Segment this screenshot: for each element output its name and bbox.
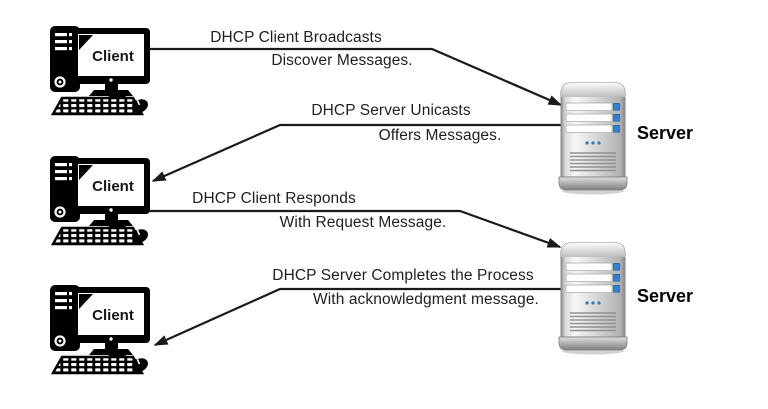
server-label: Server — [637, 123, 694, 143]
arrow-discover-caption-line1: DHCP Client Broadcasts — [210, 29, 382, 46]
arrow-discover-line — [148, 47, 563, 107]
arrow-request-caption-line1: DHCP Client Responds — [192, 190, 356, 207]
arrow-request-caption-line2: With Request Message. — [279, 214, 447, 231]
client-label: Client — [92, 307, 134, 324]
client-computer-2: Client — [46, 152, 150, 246]
client-computer-icon: Client — [50, 285, 150, 375]
arrow-ack-caption-line1: DHCP Server Completes the Process — [272, 267, 534, 284]
arrow-request-line — [136, 209, 562, 249]
arrow-offer-caption-line2: Offers Messages. — [378, 127, 502, 144]
arrow-ack-caption-line2: With acknowledgment message. — [313, 291, 539, 308]
server-tower-1 — [555, 77, 631, 197]
client-computer-1: Client — [46, 22, 150, 116]
client-label: Client — [92, 178, 134, 195]
server-tower-2 — [555, 237, 631, 357]
client-computer-icon: Client — [50, 156, 150, 246]
arrow-offer-caption-line1: DHCP Server Unicasts — [311, 102, 471, 119]
client-computer-3: Client — [46, 281, 150, 375]
arrow-ack-line — [153, 287, 564, 347]
client-computer-icon: Client — [50, 26, 150, 116]
arrow-discover-caption-line2: Discover Messages. — [271, 52, 413, 69]
arrow-offer-line — [151, 123, 564, 183]
server-tower-icon — [555, 237, 631, 357]
server-tower-icon — [555, 77, 631, 197]
server-label: Server — [637, 286, 694, 306]
client-label: Client — [92, 48, 134, 65]
